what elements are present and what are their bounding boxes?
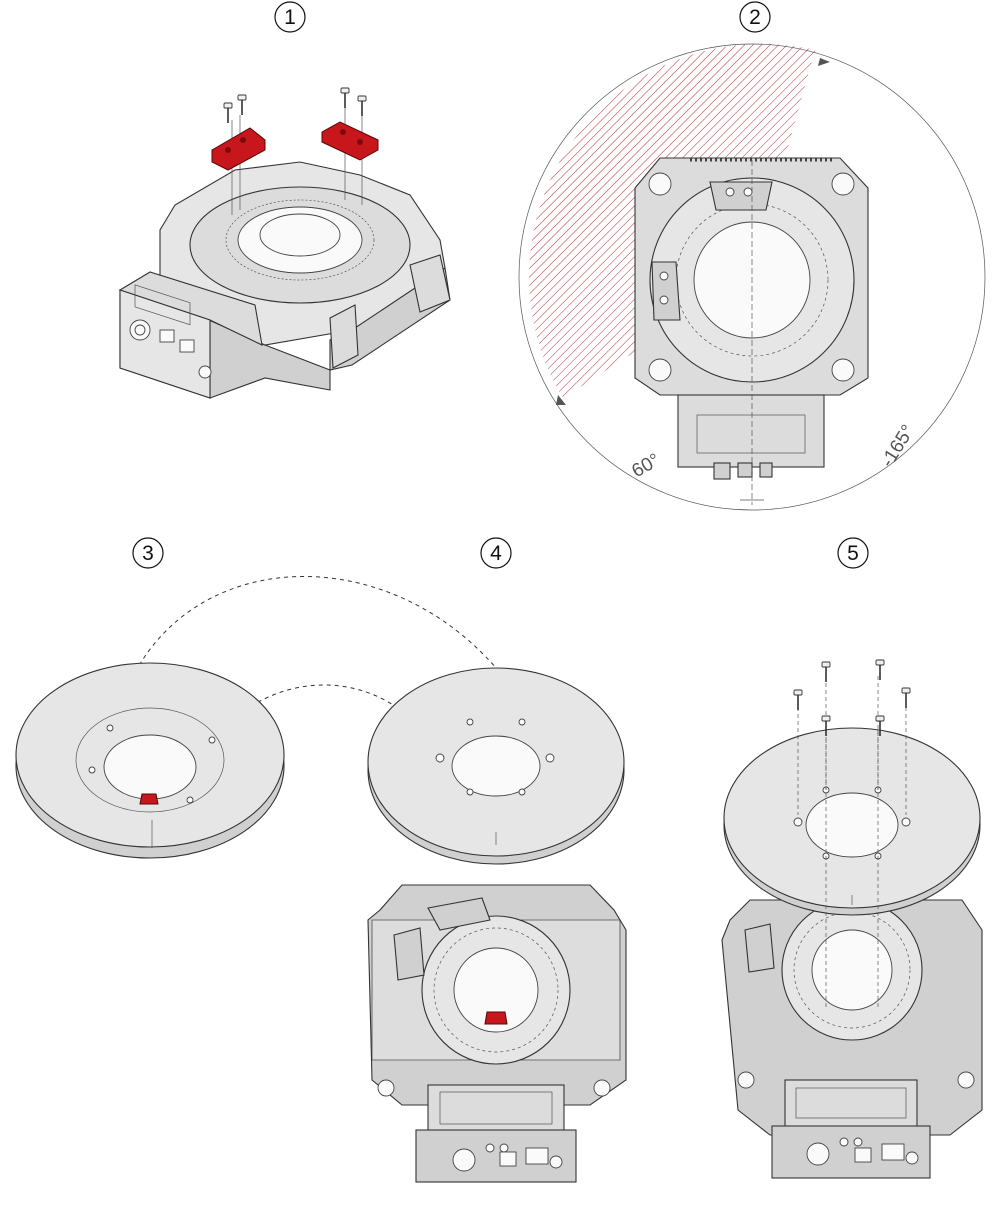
red-position-marker-icon [484,1011,508,1025]
step-3-illustration [15,662,285,859]
step-3-marker: 3 [132,537,164,569]
screw-icon [793,689,803,711]
step-2-number: 2 [749,6,761,29]
red-bracket-right-icon [321,121,379,161]
rotation-limit-negative: -165° [877,421,919,471]
step-4-illustration [367,667,627,1183]
step-2-illustration: 60° -165° [518,43,986,511]
arrow-marker [818,58,830,66]
step-5-number: 5 [847,542,859,565]
arrow-marker [556,395,566,405]
red-bracket-left-icon [211,127,266,171]
connector-icon [806,1142,830,1166]
red-position-marker-icon [139,793,159,805]
connector-icon [452,1148,476,1172]
screw-icon [901,687,911,709]
screw-icon [821,661,831,683]
screw-icon [875,659,885,681]
screw-icon [223,102,233,124]
step-3-number: 3 [142,542,154,565]
step-2-marker: 2 [739,1,771,33]
step-5-illustration [721,659,983,1179]
step-1-number: 1 [284,6,296,29]
step-4-number: 4 [490,542,502,565]
step-5-marker: 5 [837,537,869,569]
step-1-illustration [118,87,451,399]
screw-icon [237,94,247,116]
step-4-marker: 4 [480,537,512,569]
step-1-marker: 1 [274,1,306,33]
screw-icon [357,95,367,117]
screw-icon [340,87,350,109]
